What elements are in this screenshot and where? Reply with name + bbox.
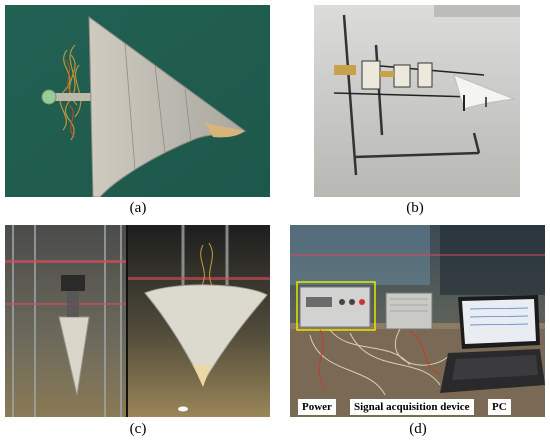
caption-c: (c)	[129, 421, 147, 437]
tank-photo	[5, 225, 270, 417]
caption-d: (d)	[409, 421, 427, 437]
photo-panel-d: Power Signal acquisition device PC	[290, 225, 545, 417]
signal-acquisition-label: Signal acquisition device	[350, 399, 474, 415]
photo-panel-c	[5, 225, 270, 417]
power-label: Power	[298, 399, 336, 415]
photo-panel-a	[5, 5, 270, 197]
photo-panel-b	[314, 5, 520, 197]
caption-a: (a)	[129, 200, 147, 216]
lab-setup-photo	[290, 225, 545, 417]
rig-photo	[314, 5, 520, 197]
fin-model-photo	[5, 5, 270, 197]
pc-label: PC	[488, 399, 511, 415]
caption-b: (b)	[406, 200, 424, 216]
power-highlight-box	[296, 281, 376, 331]
